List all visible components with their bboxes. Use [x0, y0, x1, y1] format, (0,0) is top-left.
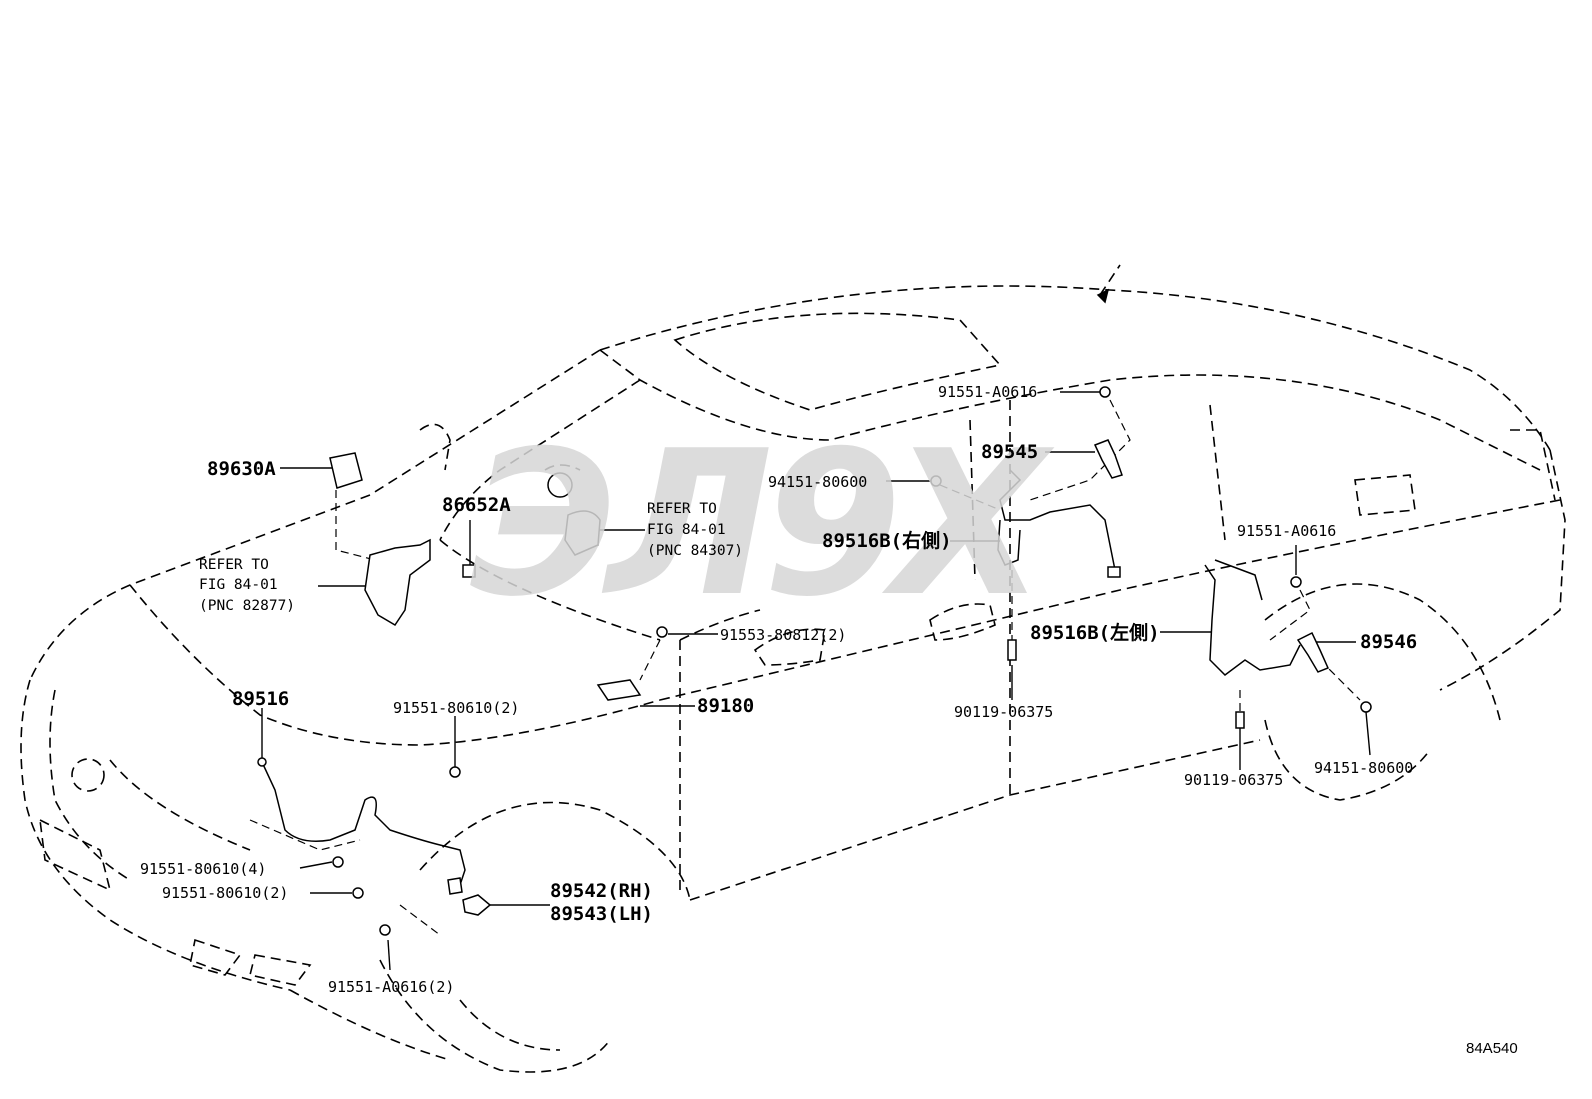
label-91551-80610-2: 91551-80610(2): [162, 884, 289, 902]
rear-harness-89516b-rh: [999, 469, 1116, 571]
speed-sensor-89542: [462, 894, 492, 916]
speed-sensor-89546: [1296, 631, 1330, 673]
part-connection-lines: [249, 399, 1361, 936]
label-89516b-rh: 89516B(右側): [822, 530, 952, 552]
label-91553-80812: 91553-80812(2): [720, 626, 847, 644]
label-refer-84307-line1: REFER TO: [647, 501, 717, 517]
rear-harness-89516b-lh: [1204, 564, 1301, 676]
figure-code: 84A540: [1466, 1040, 1518, 1057]
label-refer-82877-line2: FIG 84-01: [199, 577, 278, 593]
bolt-91553: [656, 626, 668, 638]
car-body-outline: [20, 264, 1566, 1073]
label-89180: 89180: [697, 695, 755, 717]
watermark: ЭЛ9Х: [470, 408, 1046, 641]
leader-lines: [261, 391, 1371, 971]
speed-sensor-89545: [1093, 439, 1123, 479]
bolt-91551-a0616-right: [1290, 576, 1302, 588]
label-89543-lh: 89543(LH): [550, 903, 653, 925]
label-89542-rh: 89542(RH): [550, 880, 653, 902]
label-91551-a0616-right: 91551-A0616: [1237, 522, 1337, 540]
label-refer-82877-line1: REFER TO: [199, 557, 269, 573]
bolt-91551-a0616-top: [1099, 386, 1111, 398]
label-89630a: 89630A: [207, 458, 276, 480]
label-90119-06375-center: 90119-06375: [954, 703, 1054, 721]
label-91551-a0616-2: 91551-A0616(2): [328, 978, 455, 996]
label-refer-84307-line3: (PNC 84307): [647, 543, 744, 559]
label-91551-a0616-top: 91551-A0616: [938, 383, 1038, 401]
label-89546: 89546: [1360, 631, 1418, 653]
label-89516: 89516: [232, 688, 290, 710]
front-harness-89516: [261, 761, 466, 886]
label-94151-80600-right: 94151-80600: [1314, 759, 1414, 777]
label-89516b-lh: 89516B(左側): [1030, 622, 1160, 644]
parts: [257, 288, 1372, 936]
label-91551-80610-4: 91551-80610(4): [140, 860, 267, 878]
module-89630a: [329, 452, 363, 489]
label-90119-06375-right: 90119-06375: [1184, 771, 1284, 789]
label-86652a: 86652A: [442, 494, 511, 516]
label-refer-84307-line2: FIG 84-01: [647, 522, 726, 538]
bracket-82877: [364, 538, 431, 627]
sensor-89180: [596, 679, 642, 701]
clip-86652a: [462, 564, 476, 578]
label-94151-80600-top: 94151-80600: [768, 473, 868, 491]
label-91551-80610-2-top: 91551-80610(2): [393, 699, 520, 717]
label-89545: 89545: [981, 441, 1039, 463]
steering-sensor: [564, 510, 601, 556]
label-refer-82877-line3: (PNC 82877): [199, 598, 296, 614]
